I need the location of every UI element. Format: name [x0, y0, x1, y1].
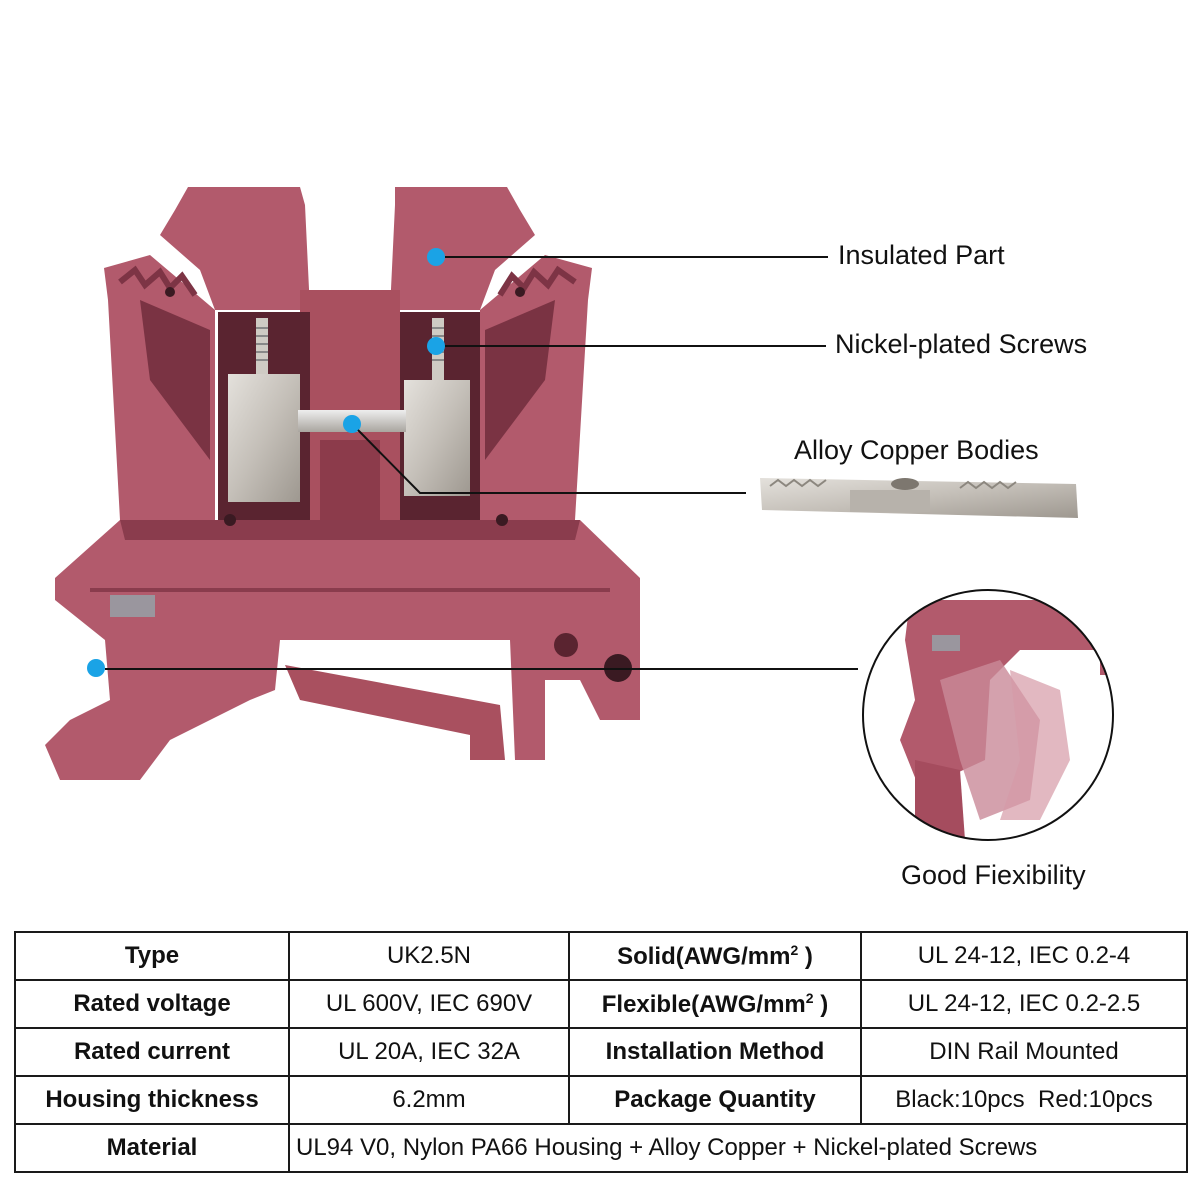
- spec-value: UL 20A, IEC 32A: [288, 1027, 570, 1077]
- spec-label-main: Solid(AWG/mm: [617, 942, 791, 970]
- spec-value: DIN Rail Mounted: [860, 1027, 1188, 1077]
- flexibility-zoom-circle: [862, 589, 1114, 841]
- spec-label: Package Quantity: [568, 1075, 862, 1125]
- spec-value: UL 24-12, IEC 0.2-2.5: [860, 979, 1188, 1029]
- marker-screws: [427, 337, 445, 355]
- left-screw: [256, 318, 268, 380]
- spec-row: Rated current UL 20A, IEC 32A Installati…: [14, 1027, 1188, 1077]
- terminal-block-drawing: [45, 187, 1114, 841]
- spec-label: Installation Method: [568, 1027, 862, 1077]
- product-illustration: Insulated Part Nickel-plated Screws Allo…: [45, 187, 1114, 890]
- spec-label-end: ): [813, 990, 829, 1018]
- spec-value: UK2.5N: [288, 931, 570, 981]
- marker-flex: [87, 659, 105, 677]
- spec-value: Black:10pcs Red:10pcs: [860, 1075, 1188, 1125]
- spec-value: 6.2mm: [288, 1075, 570, 1125]
- callout-flexibility: Good Fiexibility: [901, 860, 1086, 890]
- left-clamp: [228, 374, 300, 502]
- callout-lines: [87, 248, 858, 677]
- superscript: 2: [805, 989, 814, 1006]
- spec-row: Rated voltage UL 600V, IEC 690V Flexible…: [14, 979, 1188, 1029]
- housing-left-tower: [160, 187, 310, 310]
- right-clamp: [404, 380, 470, 496]
- housing-base: [45, 520, 640, 780]
- superscript: 2: [790, 941, 799, 958]
- spec-label-main: Flexible(AWG/mm: [601, 990, 806, 1018]
- spec-label: Material: [14, 1123, 290, 1173]
- copper-bar-image: [760, 478, 1078, 518]
- marker-copper: [343, 415, 361, 433]
- terminal-block-housing: [45, 187, 640, 780]
- alloy-copper-body: [228, 374, 470, 502]
- spec-label: Solid(AWG/mm2 ): [568, 931, 862, 981]
- callout-copper-bodies: Alloy Copper Bodies: [794, 435, 1039, 465]
- housing-right-tower: [390, 187, 535, 310]
- spec-label: Flexible(AWG/mm2 ): [568, 979, 862, 1029]
- spec-value: UL 24-12, IEC 0.2-4: [860, 931, 1188, 981]
- callout-insulated-part: Insulated Part: [838, 240, 1005, 270]
- spec-row: Type UK2.5N Solid(AWG/mm2 ) UL 24-12, IE…: [14, 931, 1188, 981]
- callout-nickel-screws: Nickel-plated Screws: [835, 329, 1088, 359]
- spec-label-end: ): [798, 942, 813, 970]
- marker-insulated: [427, 248, 445, 266]
- spec-label: Rated current: [14, 1027, 290, 1077]
- spec-label: Type: [14, 931, 290, 981]
- spec-value-material: UL94 V0, Nylon PA66 Housing + Alloy Copp…: [288, 1123, 1188, 1173]
- spec-row: Housing thickness 6.2mm Package Quantity…: [14, 1075, 1188, 1125]
- spec-label: Housing thickness: [14, 1075, 290, 1125]
- spec-value: UL 600V, IEC 690V: [288, 979, 570, 1029]
- spec-table: Type UK2.5N Solid(AWG/mm2 ) UL 24-12, IE…: [14, 931, 1188, 1173]
- spec-label: Rated voltage: [14, 979, 290, 1029]
- spec-row: Material UL94 V0, Nylon PA66 Housing + A…: [14, 1123, 1188, 1173]
